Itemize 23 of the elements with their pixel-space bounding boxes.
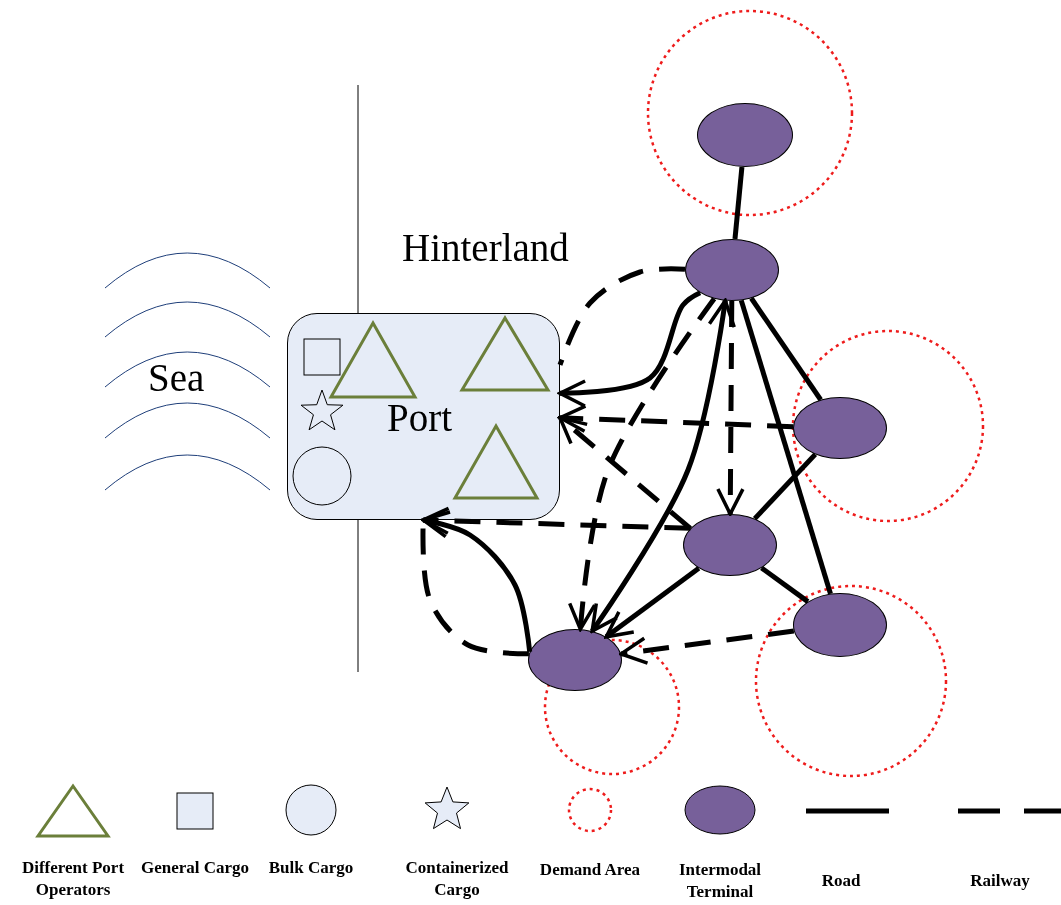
legend-label: Containerized Cargo (404, 857, 510, 902)
road-arrow (558, 290, 702, 408)
railway-arrow (568, 297, 717, 631)
railway-arrow (716, 300, 745, 516)
region-label: Hinterland (402, 228, 569, 267)
intermodal-terminal (683, 514, 777, 576)
legend-label: Railway (969, 870, 1031, 892)
road-arrow (590, 298, 736, 633)
legend-label: Demand Area (538, 859, 642, 881)
port-box (287, 313, 560, 520)
railway-arrow (558, 404, 794, 433)
railway-arrow (619, 628, 795, 665)
region-label: Sea (148, 358, 205, 397)
railway-arrow (558, 415, 692, 531)
railway-arrow (421, 506, 691, 536)
legend-label: Road (820, 870, 862, 892)
node-label: Port (387, 398, 452, 437)
intermodal-terminal (793, 397, 887, 459)
legend-label: Different Port Operators (20, 857, 126, 902)
intermodal-terminal (528, 629, 622, 691)
legend-label: Intermodal Terminal (677, 859, 763, 904)
legend-label: General Cargo (139, 857, 251, 879)
road-arrow (604, 566, 701, 639)
